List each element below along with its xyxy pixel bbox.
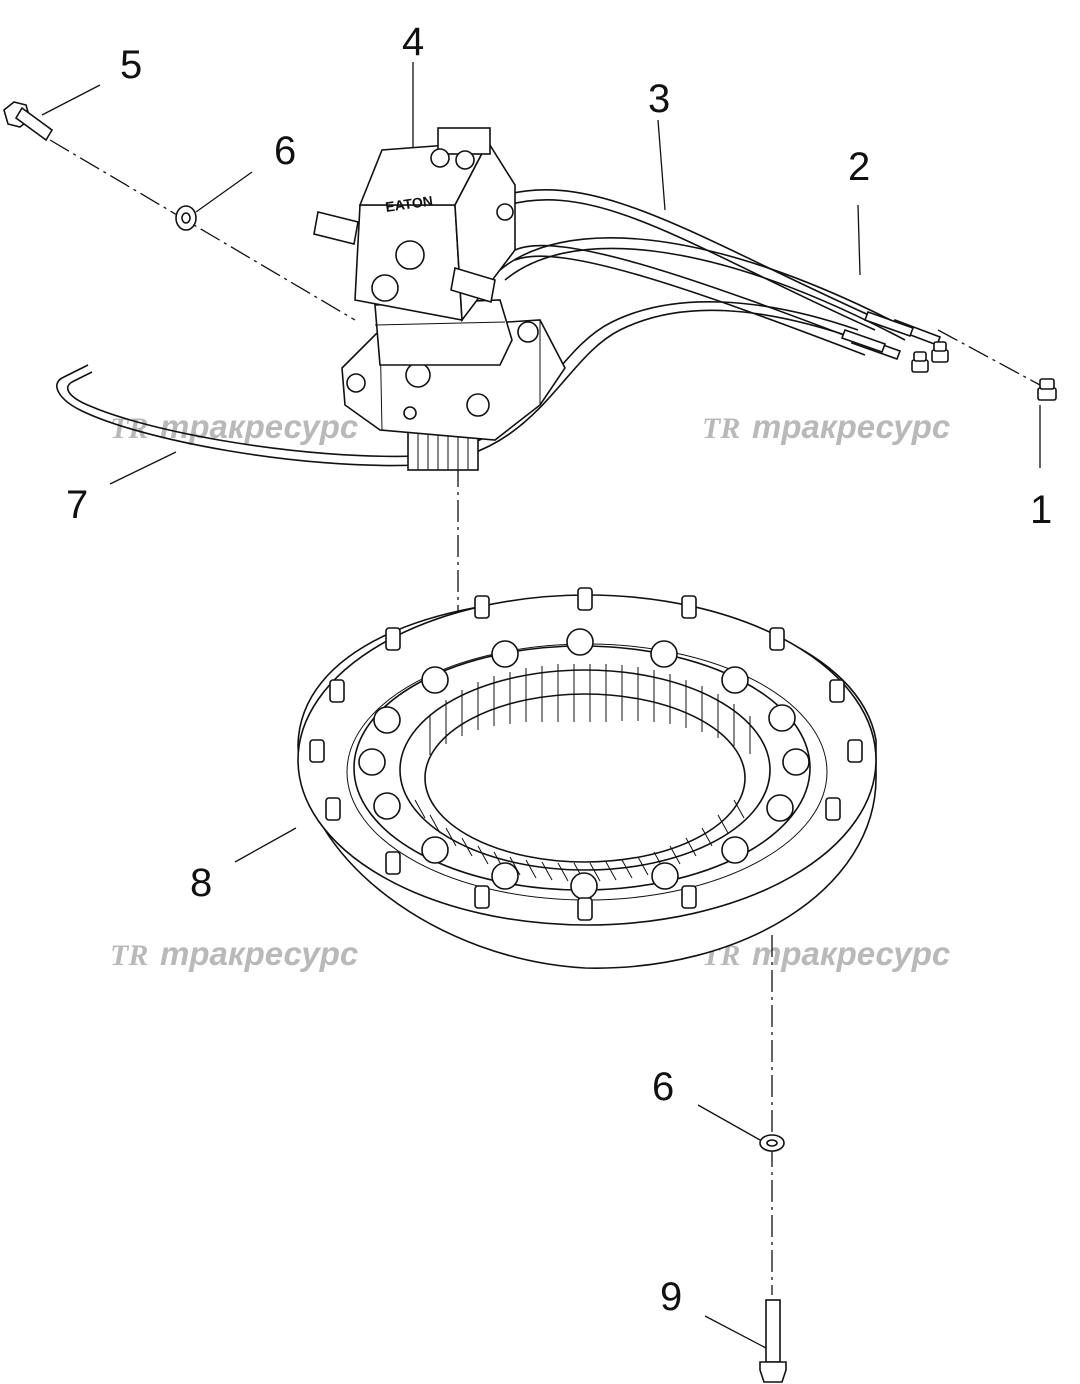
callouts: 1 2 3 4 5 6 6 7 8 9 (66, 20, 1052, 1319)
washer-6-bottom (759, 1134, 785, 1152)
watermark-text: тракресурс (752, 935, 950, 972)
outer-studs (309, 587, 863, 921)
race-bolts (358, 628, 810, 900)
ring-gear-8 (297, 587, 877, 969)
watermark-text: тракресурс (160, 935, 358, 972)
callout-4: 4 (402, 20, 424, 64)
watermark-logo: TR (702, 412, 740, 445)
watermark-top-left: TR тракресурс (110, 408, 358, 445)
callout-8: 8 (190, 861, 212, 905)
callout-3: 3 (648, 77, 670, 121)
callout-6-top: 6 (274, 129, 296, 173)
washer-6-top (175, 205, 197, 231)
watermark-top-right: TR тракресурс (702, 408, 950, 445)
fitting-1c (1037, 378, 1057, 401)
bolt-9 (759, 1299, 787, 1383)
callout-1: 1 (1030, 488, 1052, 532)
bolt-5 (3, 101, 54, 142)
callout-7: 7 (66, 483, 88, 527)
watermark-logo: TR (110, 939, 148, 972)
fitting-1a (911, 351, 929, 373)
callout-6-bottom: 6 (652, 1065, 674, 1109)
motor-brand-label: EATON (384, 192, 433, 214)
callout-5: 5 (120, 43, 142, 87)
callout-9: 9 (660, 1275, 682, 1319)
watermark-text: тракресурс (752, 408, 950, 445)
watermark-text: тракресурс (160, 408, 358, 445)
swing-motor-4: EATON (313, 127, 566, 471)
gear-teeth (414, 664, 751, 882)
fitting-1b (931, 341, 949, 363)
leader-lines (41, 62, 1041, 1349)
callout-2: 2 (848, 145, 870, 189)
watermark-bottom-left: TR тракресурс (110, 935, 358, 972)
